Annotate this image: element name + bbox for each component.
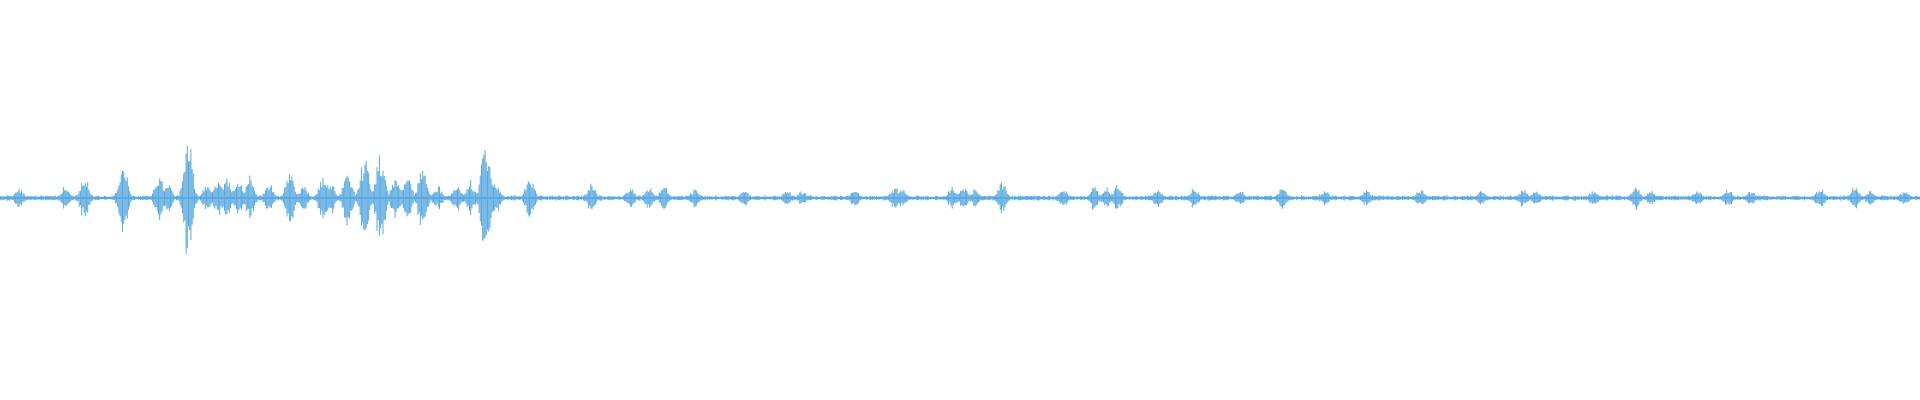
waveform-trace	[0, 145, 1920, 254]
